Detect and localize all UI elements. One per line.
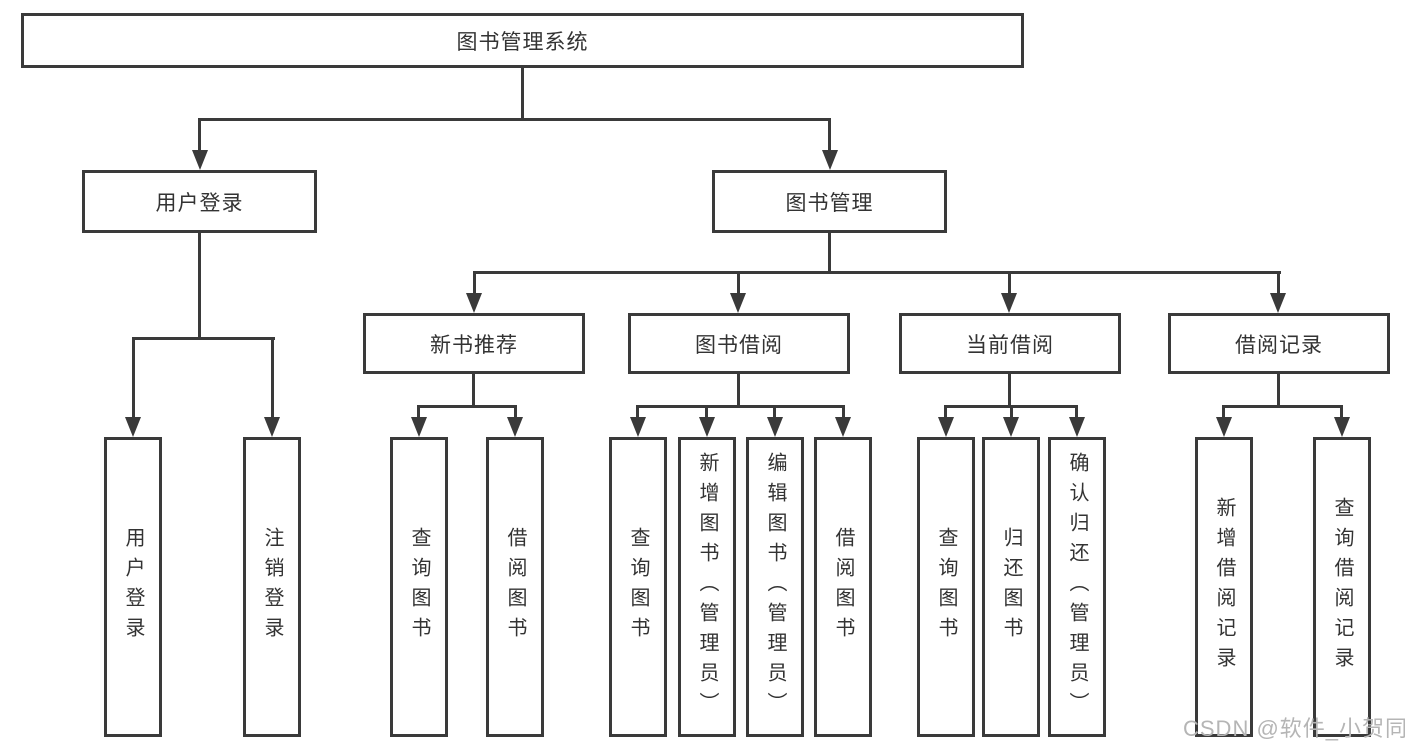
connector-v <box>417 405 420 421</box>
connector-v <box>828 118 831 154</box>
connector-v <box>132 337 135 419</box>
arrow-down-icon <box>125 417 141 437</box>
arrow-down-icon <box>822 150 838 170</box>
leaf-label: 新增图书（管理员） <box>696 452 718 722</box>
arrow-down-icon <box>767 417 783 437</box>
arrow-down-icon <box>1069 417 1085 437</box>
node-label: 新书推荐 <box>430 333 518 357</box>
arrow-down-icon <box>630 417 646 437</box>
node-label: 当前借阅 <box>966 333 1054 357</box>
leaf-label: 归还图书 <box>1000 527 1022 647</box>
leaf-label: 注销登录 <box>261 527 283 647</box>
arrow-down-icon <box>1334 417 1350 437</box>
arrow-down-icon <box>1003 417 1019 437</box>
connector-v <box>198 118 201 154</box>
leaf-query-borrow-record: 查询借阅记录 <box>1313 437 1371 737</box>
leaf-label: 查询图书 <box>935 527 957 647</box>
connector-v <box>198 233 201 340</box>
connector-v <box>773 405 776 421</box>
connector-h <box>636 405 845 408</box>
leaf-label: 借阅图书 <box>832 527 854 647</box>
arrow-down-icon <box>938 417 954 437</box>
leaf-query-books-2: 查询图书 <box>609 437 667 737</box>
leaf-borrow-books-2: 借阅图书 <box>814 437 872 737</box>
connector-v <box>514 405 517 421</box>
leaf-label: 用户登录 <box>122 527 144 647</box>
arrow-down-icon <box>264 417 280 437</box>
connector-h <box>198 118 831 121</box>
connector-h <box>473 271 1281 274</box>
leaf-label: 确认归还（管理员） <box>1066 452 1088 722</box>
leaf-add-borrow-record: 新增借阅记录 <box>1195 437 1253 737</box>
node-new-book-recommendation: 新书推荐 <box>363 313 585 374</box>
arrow-down-icon <box>466 293 482 313</box>
node-label: 图书借阅 <box>695 333 783 357</box>
leaf-edit-book-admin: 编辑图书（管理员） <box>746 437 804 737</box>
connector-v <box>1340 405 1343 421</box>
leaf-label: 新增借阅记录 <box>1213 497 1235 677</box>
connector-v <box>1277 374 1280 408</box>
connector-v <box>944 405 947 421</box>
node-current-borrowing: 当前借阅 <box>899 313 1121 374</box>
arrow-down-icon <box>411 417 427 437</box>
connector-v <box>521 68 524 120</box>
arrow-down-icon <box>1001 293 1017 313</box>
connector-v <box>1277 271 1280 297</box>
leaf-query-books-1: 查询图书 <box>390 437 448 737</box>
node-borrowing-records: 借阅记录 <box>1168 313 1390 374</box>
node-library-management-system: 图书管理系统 <box>21 13 1024 68</box>
connector-v <box>472 374 475 408</box>
arrow-down-icon <box>699 417 715 437</box>
leaf-user-login: 用户登录 <box>104 437 162 737</box>
node-label: 借阅记录 <box>1235 333 1323 357</box>
arrow-down-icon <box>192 150 208 170</box>
leaf-add-book-admin: 新增图书（管理员） <box>678 437 736 737</box>
csdn-watermark: CSDN @软件_小贺同学 <box>1183 716 1405 741</box>
connector-v <box>737 271 740 297</box>
leaf-label: 查询图书 <box>627 527 649 647</box>
node-book-borrowing: 图书借阅 <box>628 313 850 374</box>
connector-v <box>828 233 831 274</box>
leaf-confirm-return-admin: 确认归还（管理员） <box>1048 437 1106 737</box>
node-label: 用户登录 <box>155 191 244 215</box>
node-label: 图书管理系统 <box>456 30 589 54</box>
leaf-logout: 注销登录 <box>243 437 301 737</box>
connector-v <box>1222 405 1225 421</box>
leaf-label: 借阅图书 <box>504 527 526 647</box>
node-book-management: 图书管理 <box>712 170 947 233</box>
connector-h <box>1222 405 1343 408</box>
leaf-borrow-books-1: 借阅图书 <box>486 437 544 737</box>
arrow-down-icon <box>835 417 851 437</box>
node-label: 图书管理 <box>785 191 874 215</box>
leaf-label: 查询图书 <box>408 527 430 647</box>
leaf-label: 编辑图书（管理员） <box>764 452 786 722</box>
connector-v <box>1008 271 1011 297</box>
node-user-login: 用户登录 <box>82 170 317 233</box>
arrow-down-icon <box>730 293 746 313</box>
leaf-query-books-3: 查询图书 <box>917 437 975 737</box>
arrow-down-icon <box>507 417 523 437</box>
arrow-down-icon <box>1216 417 1232 437</box>
connector-v <box>636 405 639 421</box>
connector-v <box>473 271 476 297</box>
connector-v <box>1010 405 1013 421</box>
arrow-down-icon <box>1270 293 1286 313</box>
connector-v <box>737 374 740 408</box>
leaf-return-book: 归还图书 <box>982 437 1040 737</box>
connector-v <box>705 405 708 421</box>
connector-v <box>1008 374 1011 408</box>
connector-h <box>417 405 517 408</box>
leaf-label: 查询借阅记录 <box>1331 497 1353 677</box>
connector-v <box>842 405 845 421</box>
connector-h <box>132 337 275 340</box>
connector-v <box>271 337 274 419</box>
connector-v <box>1075 405 1078 421</box>
